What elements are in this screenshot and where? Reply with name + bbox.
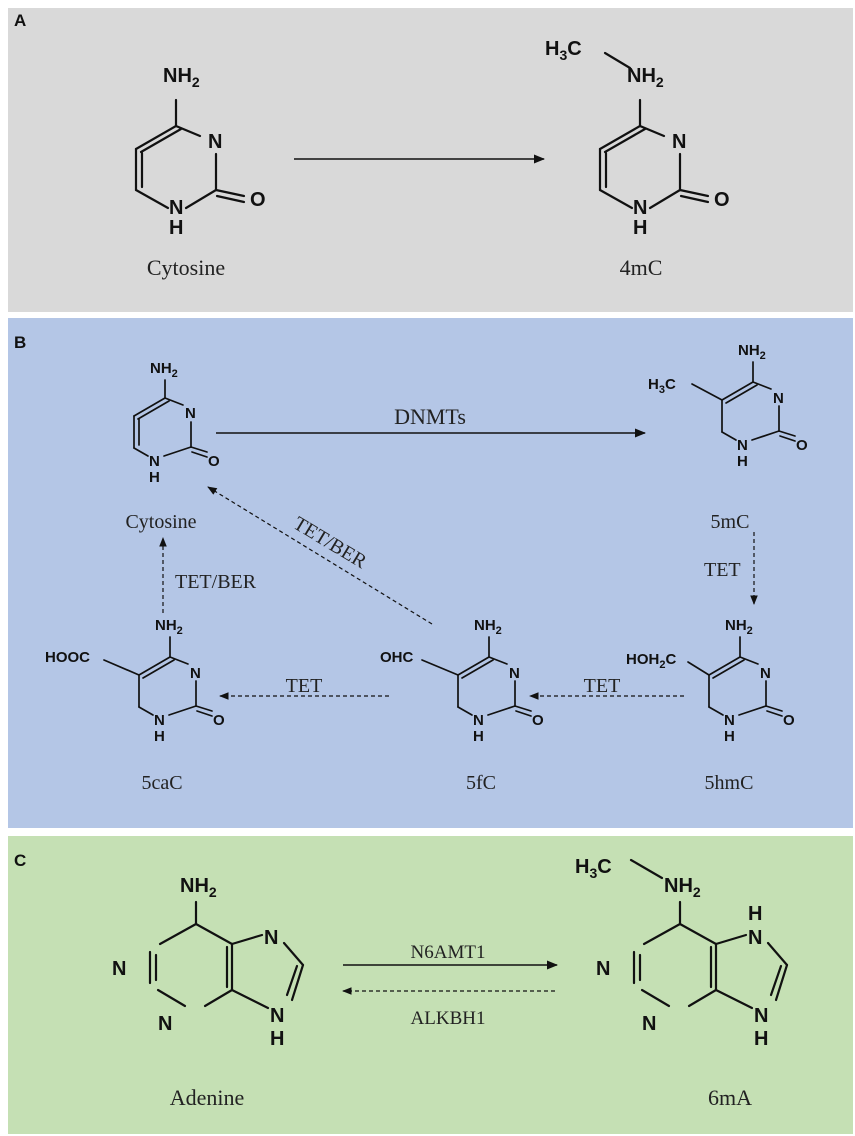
5hmc-o: O <box>783 712 795 729</box>
enzyme-tet-5hmc-5fc-label: TET <box>584 675 621 697</box>
panel-c-background <box>8 836 853 1134</box>
4mc-n1: N <box>633 197 647 219</box>
cytosine-structure-a <box>134 98 246 210</box>
5mc-label: 5mC <box>711 511 750 533</box>
5fc-label: 5fC <box>466 772 496 794</box>
cytosine-structure-b <box>133 379 208 458</box>
5hmc-ch2oh: HOH2C <box>626 651 676 671</box>
6ma-label: 6mA <box>708 1085 752 1110</box>
5mc-structure <box>691 361 796 442</box>
5cac-h: H <box>154 728 165 745</box>
5mc-n1: N <box>737 437 748 454</box>
4mc-label: 4mC <box>620 255 663 280</box>
5mc-n3: N <box>773 390 784 407</box>
adenine-n7: N <box>264 927 278 949</box>
6ma-h9: H <box>754 1028 768 1050</box>
5mc-o: O <box>796 437 808 454</box>
4mc-structure <box>598 51 710 210</box>
5hmc-structure <box>687 636 783 717</box>
6ma-n1: N <box>596 958 610 980</box>
arrow-tet-ber-diagonal <box>207 486 433 625</box>
adenine-n9: N <box>270 1005 284 1027</box>
enzyme-tet-5fc-5cac-label: TET <box>286 675 323 697</box>
5hmc-h: H <box>724 728 735 745</box>
adenine-label: Adenine <box>170 1085 245 1110</box>
5fc-h: H <box>473 728 484 745</box>
5mc-h: H <box>737 453 748 470</box>
6ma-n7: N <box>748 927 762 949</box>
panel-c-letter: C <box>14 851 26 870</box>
cytosine-a-label: Cytosine <box>147 255 225 280</box>
5cac-n1: N <box>154 712 165 729</box>
panel-b-letter: B <box>14 333 26 352</box>
5hmc-n1: N <box>724 712 735 729</box>
panel-a-letter: A <box>14 11 26 30</box>
4mc-ch3: H3C <box>545 38 582 63</box>
5cac-nh2: NH2 <box>155 617 183 637</box>
5mc-nh2: NH2 <box>738 342 766 362</box>
6ma-n3: N <box>642 1013 656 1035</box>
cytosine-b-label: Cytosine <box>125 511 196 533</box>
panel-a-background <box>8 8 853 312</box>
5fc-structure <box>421 636 532 717</box>
4mc-h: H <box>633 217 647 239</box>
5cac-o: O <box>213 712 225 729</box>
5cac-label: 5caC <box>141 772 182 794</box>
cytosine-b-n1: N <box>149 453 160 470</box>
enzyme-n6amt1-label: N6AMT1 <box>411 942 486 963</box>
panel-b-background <box>8 318 853 828</box>
cytosine-b-o: O <box>208 453 220 470</box>
5fc-n3: N <box>509 665 520 682</box>
6ma-ch3: H3C <box>575 856 612 881</box>
5cac-structure <box>103 636 213 717</box>
adenine-h9: H <box>270 1028 284 1050</box>
adenine-n3: N <box>158 1013 172 1035</box>
cytosine-a-n1: N <box>169 197 183 219</box>
4mc-o: O <box>714 189 730 211</box>
4mc-nh2: NH2 <box>627 65 664 90</box>
cytosine-a-n3: N <box>208 131 222 153</box>
enzyme-dnmts-label: DNMTs <box>394 404 466 429</box>
cytosine-a-nh2: NH2 <box>163 65 200 90</box>
6ma-n9: N <box>754 1005 768 1027</box>
5fc-o: O <box>532 712 544 729</box>
enzyme-tet-down-label: TET <box>704 559 741 581</box>
5hmc-n3: N <box>760 665 771 682</box>
5hmc-nh2: NH2 <box>725 617 753 637</box>
enzyme-tet-ber-up-label: TET/BER <box>175 571 257 593</box>
enzyme-alkbh1-label: ALKBH1 <box>411 1008 486 1029</box>
6ma-structure <box>629 858 789 1010</box>
adenine-structure <box>148 900 305 1010</box>
5cac-n3: N <box>190 665 201 682</box>
6ma-h7: H <box>748 903 762 925</box>
cytosine-b-n3: N <box>185 405 196 422</box>
5fc-cho: OHC <box>380 649 414 666</box>
cytosine-b-h: H <box>149 469 160 486</box>
5mc-ch3: H3C <box>648 376 676 396</box>
adenine-n1: N <box>112 958 126 980</box>
4mc-n3: N <box>672 131 686 153</box>
5fc-nh2: NH2 <box>474 617 502 637</box>
5fc-n1: N <box>473 712 484 729</box>
5hmc-label: 5hmC <box>705 772 754 794</box>
adenine-nh2: NH2 <box>180 875 217 900</box>
cytosine-a-h: H <box>169 217 183 239</box>
5cac-cooh: HOOC <box>45 649 90 666</box>
6ma-nh2: NH2 <box>664 875 701 900</box>
cytosine-b-nh2: NH2 <box>150 360 178 380</box>
cytosine-a-o: O <box>250 189 266 211</box>
